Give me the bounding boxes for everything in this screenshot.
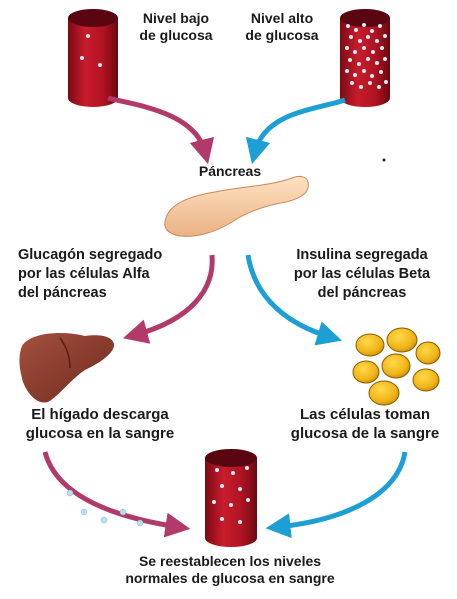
pancreas-text: Páncreas xyxy=(198,163,262,179)
low-glucose-arrow xyxy=(107,95,215,165)
liver-line-1: El hígado descarga xyxy=(31,406,169,423)
high-glucose-arrow xyxy=(245,97,346,165)
insulin-label: Insulina segregada por las células Beta … xyxy=(282,246,442,303)
pancreas-label: Páncreas xyxy=(180,163,280,180)
speck-dot xyxy=(382,158,386,162)
insulin-arrow xyxy=(245,254,342,346)
restored-label: Se reestablecen los niveles normales de … xyxy=(110,553,350,586)
high-glucose-line-2: de glucosa xyxy=(245,26,319,43)
low-glucose-line-2: de glucosa xyxy=(139,26,213,43)
glucagon-arrow xyxy=(122,254,215,344)
liver-illustration xyxy=(19,333,115,403)
liver-release-arrow xyxy=(42,451,191,538)
glucagon-line-3: del páncreas xyxy=(18,284,107,301)
cells-line-2: glucosa de la sangre xyxy=(290,424,440,442)
insulin-line-1: Insulina segregada xyxy=(296,247,428,263)
low-glucose-vessel xyxy=(68,9,118,107)
low-glucose-line-1: Nivel bajo xyxy=(142,10,210,26)
high-glucose-label: Nivel alto de glucosa xyxy=(232,10,332,43)
high-glucose-line-1: Nivel alto xyxy=(250,10,314,26)
restored-line-2: normales de glucosa en sangre xyxy=(125,569,335,586)
insulin-line-3: del páncreas xyxy=(317,284,407,301)
low-glucose-label: Nivel bajo de glucosa xyxy=(126,10,226,43)
fat-cells-illustration xyxy=(352,327,441,406)
cells-line-1: Las células toman xyxy=(299,406,431,423)
high-glucose-vessel xyxy=(340,9,390,107)
cell-uptake-arrow xyxy=(265,451,408,539)
liver-line-2: glucosa en la sangre xyxy=(25,424,175,442)
cells-label: Las células toman glucosa de la sangre xyxy=(280,406,450,444)
glucagon-label: Glucagón segregado por las células Alfa … xyxy=(18,246,162,303)
liver-label: El hígado descarga glucosa en la sangre xyxy=(10,406,190,444)
restored-line-1: Se reestablecen los niveles xyxy=(138,553,322,569)
glucagon-line-1: Glucagón segregado xyxy=(18,247,163,263)
pancreas-illustration xyxy=(164,175,309,237)
released-glucose-dots xyxy=(66,489,144,527)
normal-glucose-vessel xyxy=(205,449,257,547)
glucagon-line-2: por las células Alfa xyxy=(18,265,150,282)
insulin-line-2: por las células Beta xyxy=(293,265,431,282)
